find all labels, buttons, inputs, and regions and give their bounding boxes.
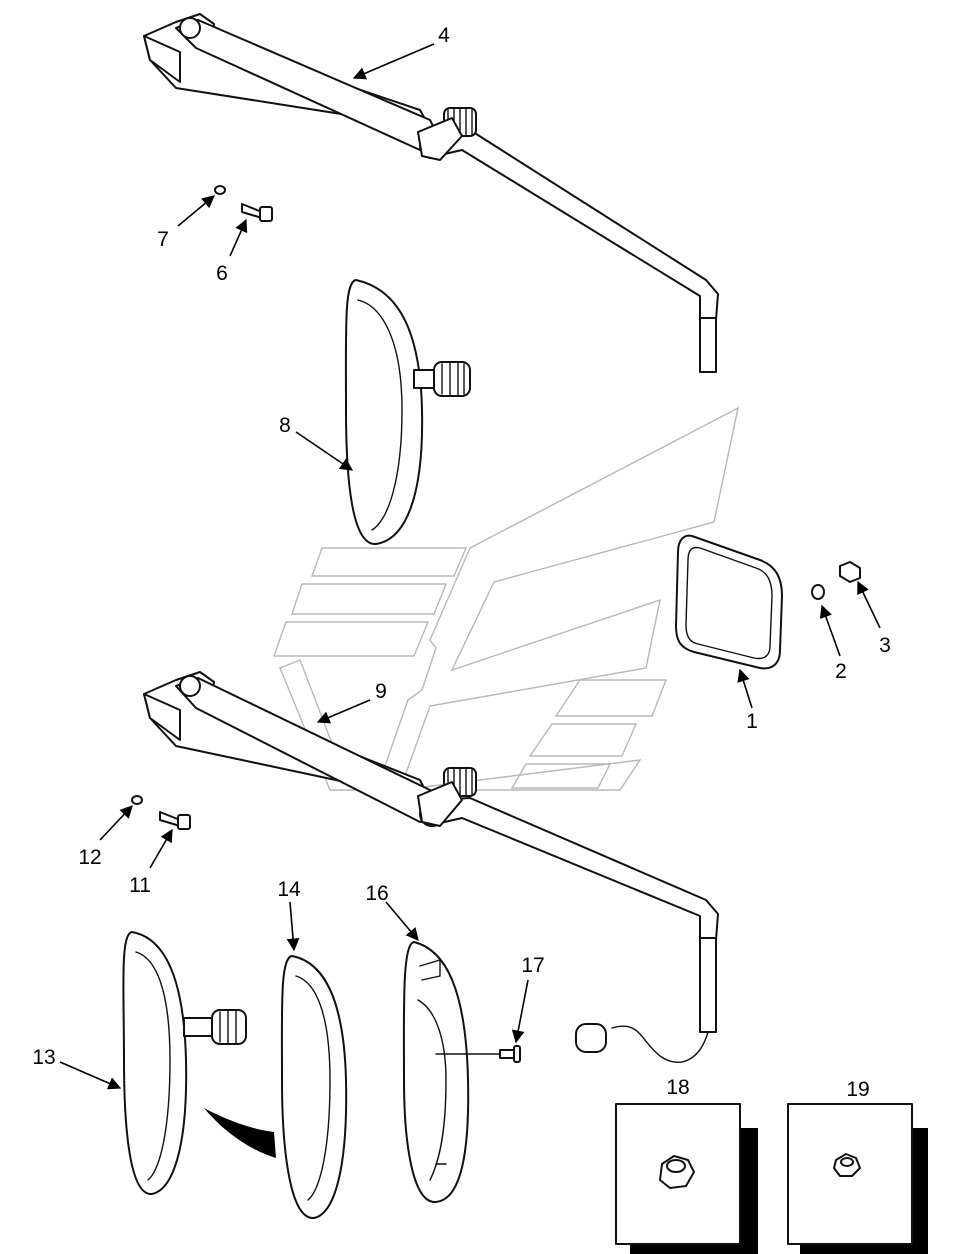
callout-19: 19 bbox=[846, 1078, 869, 1101]
washer-7 bbox=[214, 185, 226, 195]
mirror-arm-lower bbox=[143, 671, 719, 1033]
mirror-glass-1 bbox=[675, 534, 783, 670]
detail-box-19 bbox=[787, 1103, 928, 1254]
mirror-glass-14 bbox=[280, 955, 348, 1220]
callout-14: 14 bbox=[277, 878, 301, 901]
washer-2 bbox=[811, 584, 825, 600]
bolt-6 bbox=[241, 203, 273, 222]
callout-18: 18 bbox=[666, 1076, 689, 1099]
callout-2: 2 bbox=[835, 660, 847, 683]
callout-6: 6 bbox=[216, 262, 228, 285]
heater-cable bbox=[575, 1023, 709, 1063]
watermark-logo bbox=[273, 406, 739, 791]
callout-13: 13 bbox=[32, 1046, 55, 1069]
nut-3 bbox=[839, 561, 861, 583]
callout-3: 3 bbox=[879, 634, 891, 657]
washer-12 bbox=[131, 795, 143, 805]
callout-17: 17 bbox=[521, 954, 544, 977]
callout-1: 1 bbox=[746, 710, 758, 733]
mirror-housing-16 bbox=[402, 941, 501, 1204]
callout-12: 12 bbox=[78, 846, 101, 869]
screw-17 bbox=[499, 1045, 521, 1063]
callout-11: 11 bbox=[129, 874, 151, 897]
leader-lines bbox=[59, 43, 881, 1090]
callout-9: 9 bbox=[375, 680, 387, 703]
mirror-arm-upper bbox=[143, 13, 719, 373]
callout-16: 16 bbox=[365, 882, 388, 905]
callout-4: 4 bbox=[438, 24, 450, 47]
callout-8: 8 bbox=[279, 414, 291, 437]
detail-box-18 bbox=[615, 1103, 758, 1254]
mirror-head-8 bbox=[344, 279, 471, 546]
callout-7: 7 bbox=[157, 228, 169, 251]
callout-labels: 1 2 3 4 6 7 8 9 11 12 13 14 16 17 18 19 bbox=[32, 24, 891, 1101]
bolt-11 bbox=[159, 811, 191, 830]
mirror-head-13 bbox=[122, 931, 276, 1196]
